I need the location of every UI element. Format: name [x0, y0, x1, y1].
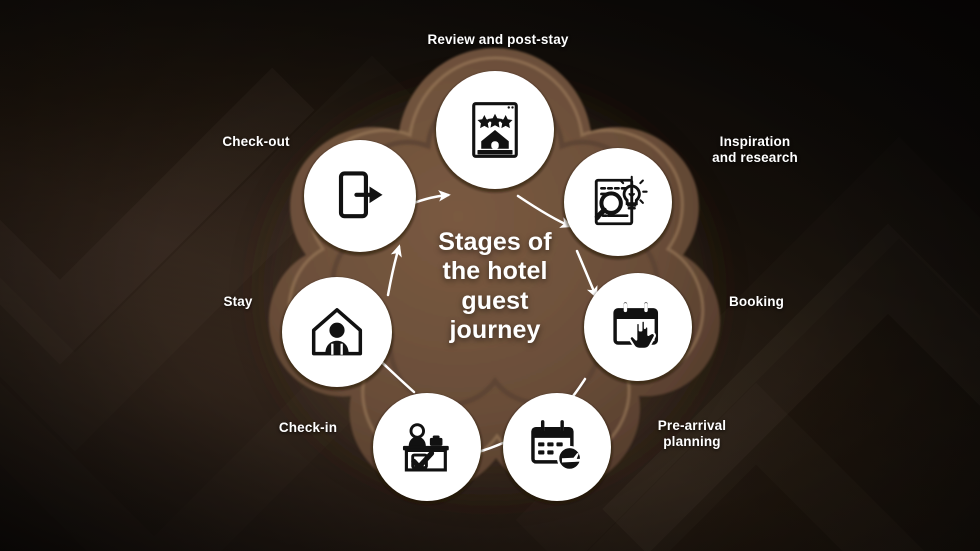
reception-desk-check-icon: [402, 423, 449, 472]
node-review[interactable]: [434, 71, 556, 193]
calendar-hand-click-icon: [613, 302, 659, 350]
node-prearrival[interactable]: [501, 393, 613, 505]
arrow-stay-to-checkout: [386, 244, 402, 297]
house-person-icon: [311, 308, 363, 356]
exit-door-arrow-icon: [338, 171, 383, 219]
node-booking[interactable]: [582, 273, 694, 385]
research-magnifier-lightbulb-icon: [594, 175, 648, 226]
node-circle-prearrival[interactable]: [503, 393, 611, 501]
node-circle-inspiration[interactable]: [564, 148, 672, 256]
node-stay[interactable]: [280, 277, 394, 391]
node-group: [280, 71, 694, 505]
node-checkin[interactable]: [371, 393, 483, 505]
node-inspiration[interactable]: [562, 148, 674, 260]
arrow-inspiration-to-booking: [575, 249, 598, 299]
calendar-airplane-icon: [531, 420, 584, 472]
node-checkout[interactable]: [302, 140, 418, 256]
node-circle-review[interactable]: [436, 71, 554, 189]
review-document-stars-house-icon: [472, 102, 518, 158]
